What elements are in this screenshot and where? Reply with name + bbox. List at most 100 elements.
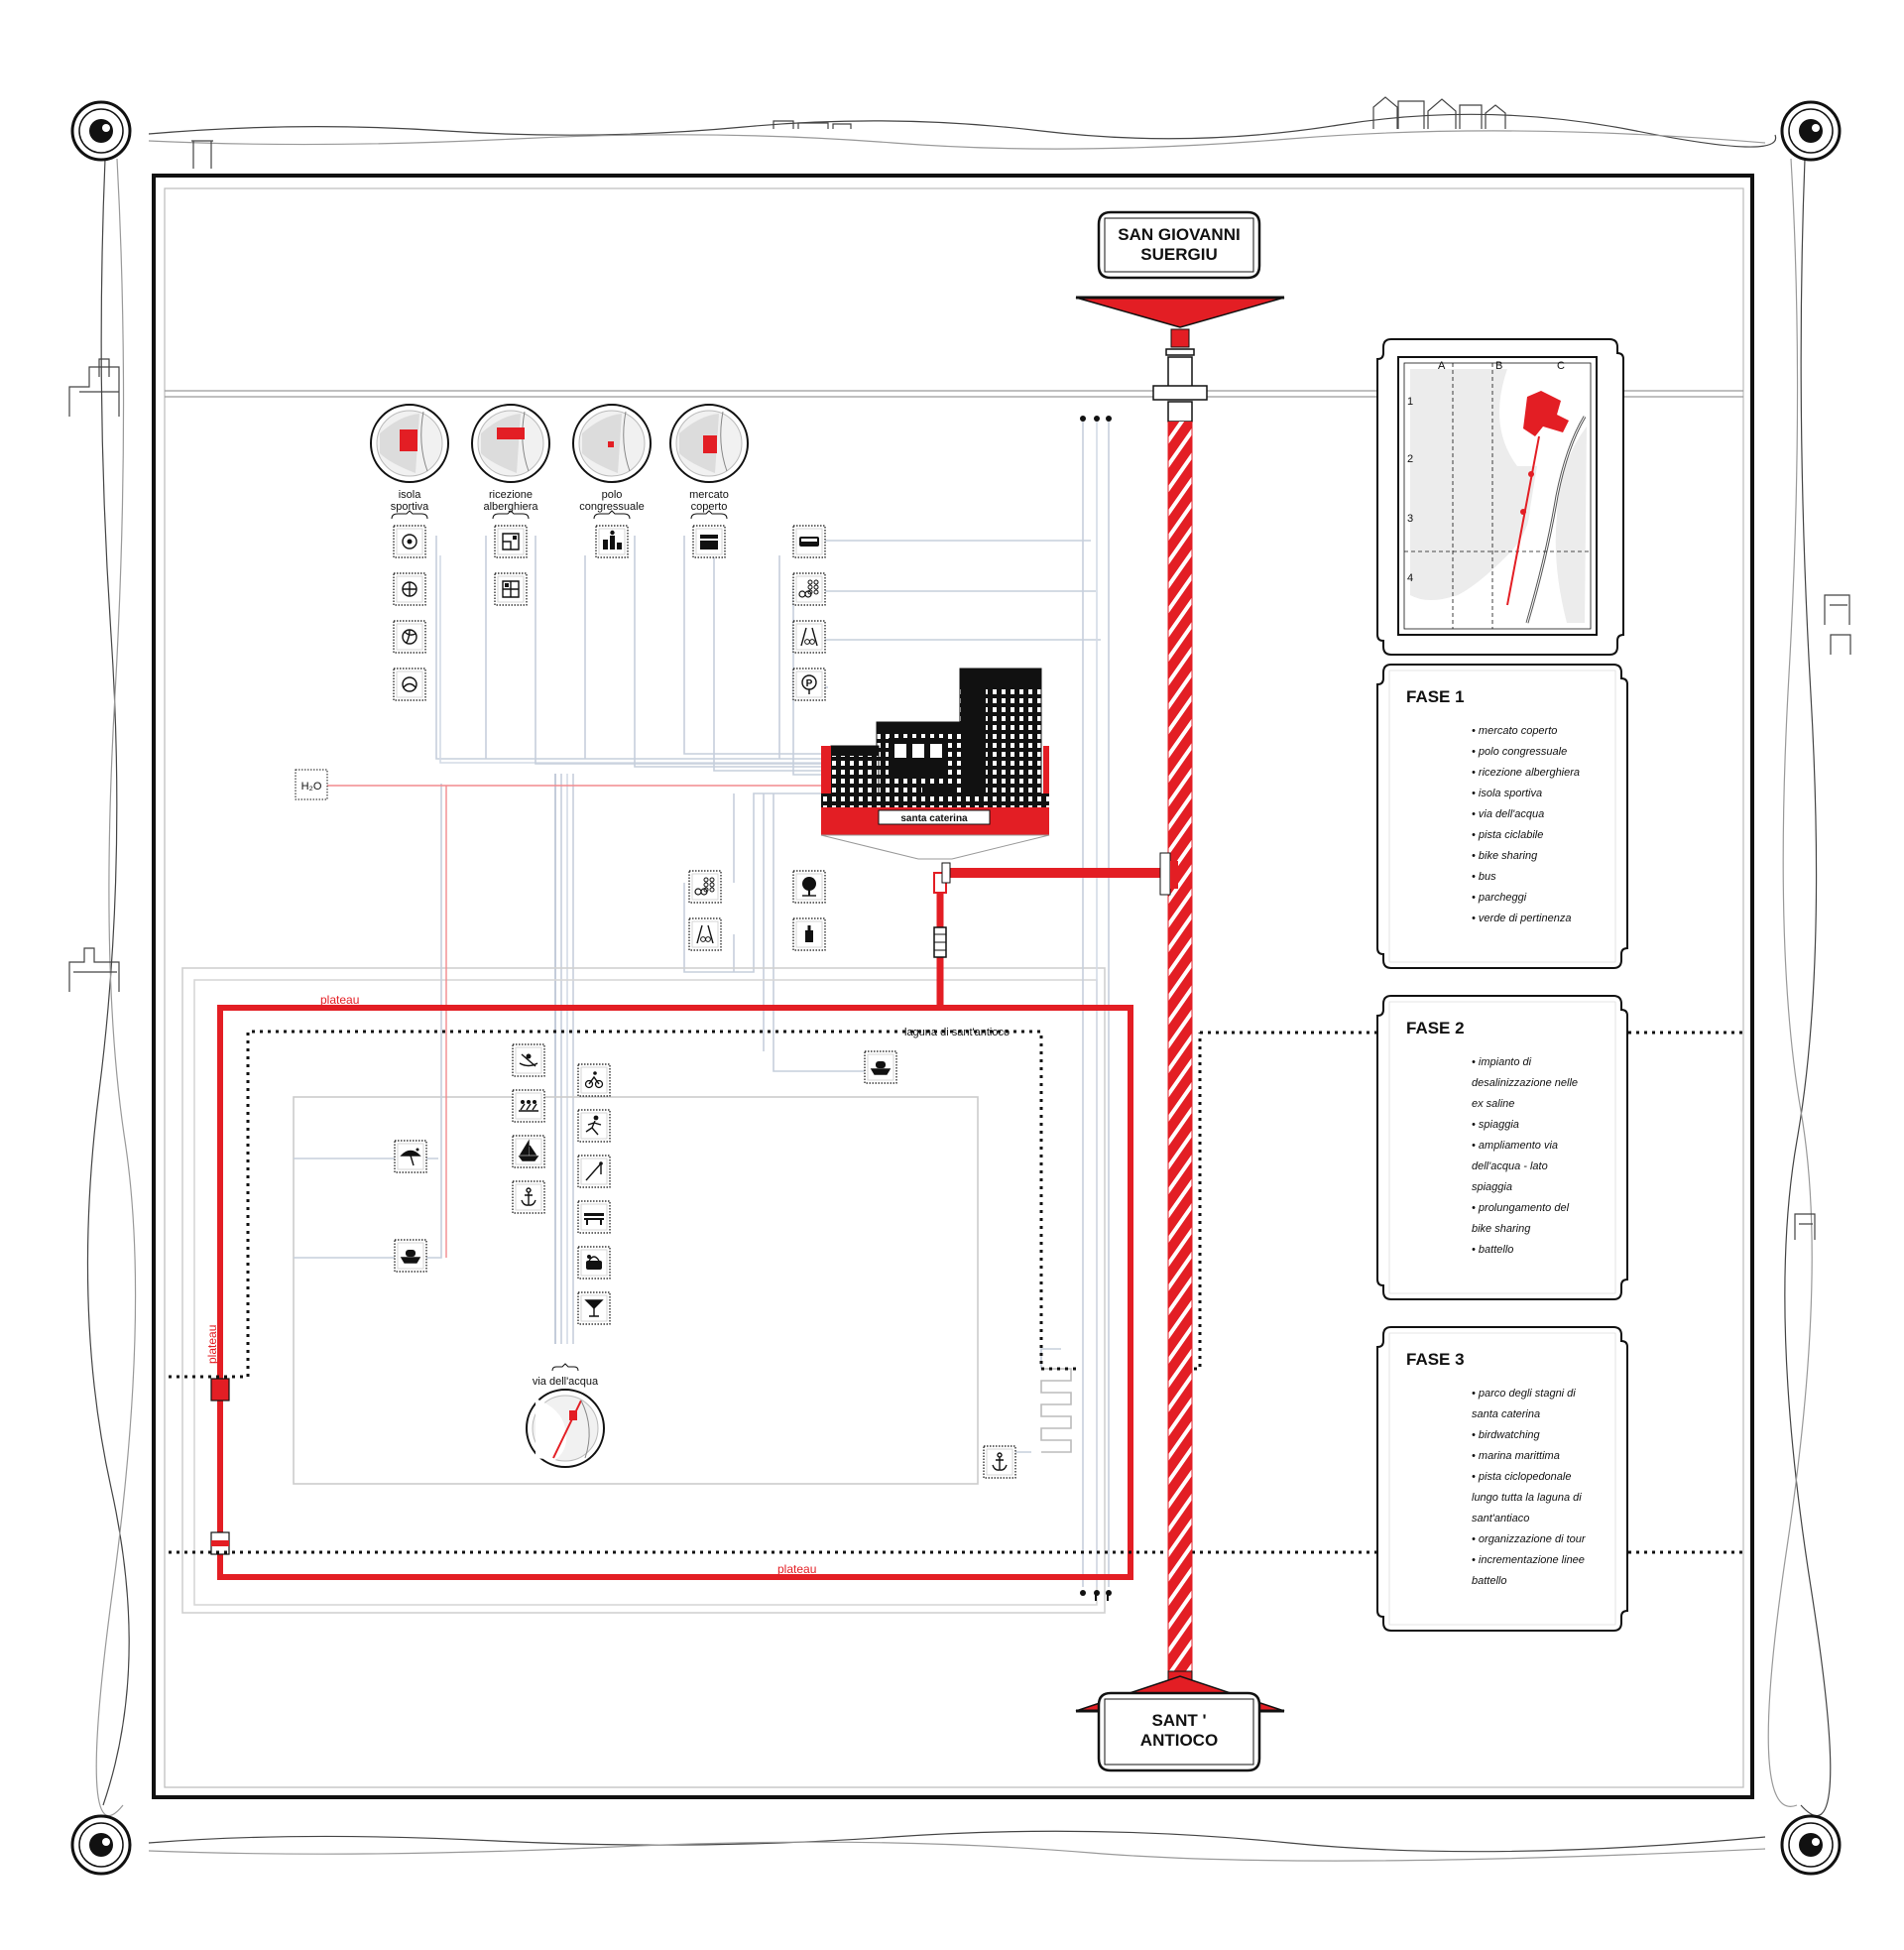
- phase-item: • parco degli stagni di: [1472, 1388, 1576, 1400]
- bike-path-icon: [688, 917, 722, 951]
- bike-sharing-icon: [792, 572, 826, 606]
- phase-title: FASE 2: [1406, 1019, 1465, 1037]
- function-label: sportiva: [391, 501, 429, 513]
- phase-item: • marina marittima: [1472, 1450, 1560, 1462]
- phase-item: • birdwatching: [1472, 1429, 1541, 1441]
- phase-item: • pista ciclopedonale: [1472, 1471, 1571, 1483]
- phase-item: dell'acqua - lato: [1472, 1160, 1548, 1172]
- sailboat-icon: [512, 1135, 545, 1168]
- cocktail-icon: [577, 1291, 611, 1325]
- terminal-north: SAN GIOVANNI SUERGIU: [1097, 210, 1261, 280]
- phase-item: • parcheggi: [1472, 892, 1527, 904]
- via-dell-acqua-thumbnail: [526, 1389, 605, 1468]
- mobility-icons: P: [792, 525, 826, 701]
- phase-item: • incrementazione linee: [1472, 1554, 1585, 1566]
- basketball-icon: [393, 572, 426, 606]
- phase-item: spiaggia: [1472, 1181, 1512, 1193]
- water-link: [327, 785, 828, 1258]
- market-stall-icon: [692, 525, 726, 558]
- site-plan-thumbnail: [370, 404, 449, 483]
- line-terminators: [1080, 416, 1112, 1601]
- anchor-icon: [512, 1180, 545, 1214]
- function-label: isola: [399, 489, 422, 501]
- terminal-south-line2: ANTIOCO: [1140, 1731, 1218, 1750]
- phase-item: • bus: [1472, 871, 1496, 883]
- phase-item: desalinizzazione nelle: [1472, 1077, 1578, 1089]
- rowing-icon: [512, 1089, 545, 1123]
- map-col-c: C: [1557, 360, 1565, 372]
- conference-icon: [595, 525, 629, 558]
- phase-item: • pista ciclabile: [1472, 829, 1543, 841]
- via-dell-acqua: via dell'acqua: [512, 1043, 611, 1468]
- phase-item: • verde di pertinenza: [1472, 913, 1571, 924]
- running-icon: [577, 1109, 611, 1143]
- bench-icon: [577, 1200, 611, 1234]
- bike-path-icon: [792, 620, 826, 654]
- connector-lines: [181, 422, 1110, 1614]
- plateau-label-side: plateau: [205, 1325, 219, 1364]
- boat-icon: [864, 1050, 897, 1084]
- corner-medallions: [70, 100, 1842, 1876]
- cycling-icon: [577, 1063, 611, 1097]
- map-row-2: 2: [1407, 453, 1413, 465]
- plateau-label-top: plateau: [320, 993, 359, 1007]
- bike-sharing-icon: [688, 870, 722, 904]
- site-plan-thumbnail: [471, 404, 550, 483]
- bottle-icon: [792, 917, 826, 951]
- fishing-icon: [577, 1155, 611, 1188]
- site-plan-thumbnail: [669, 404, 749, 483]
- phase-item: lungo tutta la laguna di: [1472, 1492, 1582, 1504]
- santa-caterina-building: santa caterina: [820, 668, 1050, 860]
- picnic-icon: [577, 1246, 611, 1280]
- boat-icon: [394, 1239, 427, 1273]
- function-label: ricezione: [489, 489, 533, 501]
- phase-item: • spiaggia: [1472, 1119, 1519, 1131]
- water-label: H₂O: [301, 781, 322, 792]
- phase-cards: FASE 1• mercato coperto• polo congressua…: [1376, 664, 1628, 1632]
- function-label: polo: [602, 489, 623, 501]
- parking-icon: P: [792, 668, 826, 701]
- map-row-3: 3: [1407, 513, 1413, 525]
- hotel-plan-icon: [494, 572, 528, 606]
- volleyball-icon: [393, 620, 426, 654]
- phase-item: • polo congressuale: [1472, 746, 1567, 758]
- corner-emblem-icon: [70, 100, 132, 162]
- lagoon-label: laguna di sant'antioco: [904, 1027, 1010, 1038]
- phase-item: • ricezione alberghiera: [1472, 767, 1580, 779]
- inner-frame: [164, 187, 1744, 1788]
- phase-item: • bike sharing: [1472, 850, 1538, 862]
- tree-icon: [792, 870, 826, 904]
- soccer-icon: [393, 525, 426, 558]
- phase-item: santa caterina: [1472, 1408, 1540, 1420]
- via-dell-acqua-label: via dell'acqua: [533, 1376, 599, 1388]
- corner-emblem-icon: [70, 1814, 132, 1876]
- phase-item: • ampliamento via: [1472, 1140, 1558, 1152]
- map-col-a: A: [1438, 360, 1446, 372]
- phase-title: FASE 3: [1406, 1350, 1465, 1369]
- terminal-south-line1: SANT ': [1151, 1711, 1206, 1730]
- function-label: congressuale: [579, 501, 644, 513]
- plateau-label-bottom: plateau: [777, 1562, 816, 1576]
- plateau-loop: [217, 1005, 1133, 1580]
- phase-item: bike sharing: [1472, 1223, 1531, 1235]
- floorplan-icon: [494, 525, 528, 558]
- function-label: coperto: [691, 501, 728, 513]
- phase-item: ex saline: [1472, 1098, 1514, 1110]
- map-row-4: 4: [1407, 572, 1413, 584]
- function-label: alberghiera: [483, 501, 538, 513]
- main-spine: [941, 296, 1285, 1713]
- svg-text:P: P: [806, 678, 813, 689]
- phase-card: FASE 1• mercato coperto• polo congressua…: [1376, 664, 1628, 969]
- corner-emblem-icon: [1780, 100, 1842, 162]
- outer-frame: [152, 174, 1754, 1799]
- location-map: A B C 1 2 3 4: [1376, 338, 1624, 656]
- map-row-1: 1: [1407, 396, 1413, 408]
- terminal-north-line1: SAN GIOVANNI: [1118, 225, 1240, 244]
- phase-item: battello: [1472, 1575, 1506, 1587]
